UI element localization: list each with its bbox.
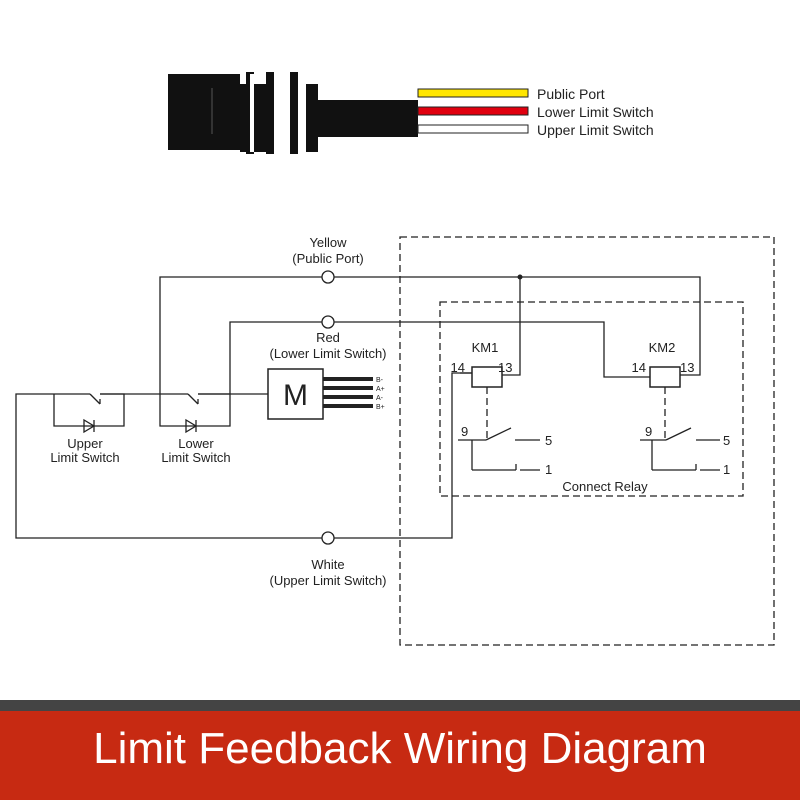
lower-switch-label-2: Limit Switch: [161, 450, 230, 465]
terminal-white: [321, 531, 335, 545]
wire-label-lower-limit: Lower Limit Switch: [537, 104, 654, 120]
motor-pin-2: A+: [376, 386, 385, 393]
wiring-diagram: Public Port Lower Limit Switch Upper Lim…: [15, 72, 775, 646]
upper-switch-label-2: Limit Switch: [50, 450, 119, 465]
upper-limit-switch: [83, 393, 101, 434]
circuit-wires: [15, 276, 701, 539]
lower-switch-label-1: Lower: [178, 436, 214, 451]
wire-yellow: [417, 88, 529, 98]
motor-pin-3: A-: [376, 395, 384, 402]
cable-connector: [168, 72, 418, 154]
junction-dot: [517, 274, 523, 280]
km2-terminal-13: 13: [680, 360, 694, 375]
lower-limit-switch: [185, 393, 199, 434]
connect-relay-label: Connect Relay: [562, 479, 648, 494]
terminal-yellow-desc: (Public Port): [292, 251, 364, 266]
km1-name: KM1: [472, 340, 499, 355]
connect-relay-box: [439, 301, 744, 497]
terminal-red-desc: (Lower Limit Switch): [269, 346, 386, 361]
motor: M B- A+ A- B+: [267, 368, 385, 420]
wire-red: [417, 106, 529, 116]
km1-contact-9: 9: [461, 424, 468, 439]
km2-contact-5: 5: [723, 433, 730, 448]
km2-name: KM2: [649, 340, 676, 355]
motor-pin-4: B+: [376, 404, 385, 411]
km1-terminal-13: 13: [498, 360, 512, 375]
terminal-white-name: White: [311, 557, 344, 572]
terminal-red-name: Red: [316, 330, 340, 345]
km1-contact-5: 5: [545, 433, 552, 448]
upper-switch-label-1: Upper: [67, 436, 103, 451]
wire-label-upper-limit: Upper Limit Switch: [537, 122, 654, 138]
title-banner: Limit Feedback Wiring Diagram: [0, 700, 800, 800]
km1-terminal-14: 14: [451, 360, 465, 375]
relay-km1: [458, 366, 540, 471]
km2-contact-1: 1: [723, 462, 730, 477]
km2-terminal-14: 14: [632, 360, 646, 375]
terminal-white-desc: (Upper Limit Switch): [269, 573, 386, 588]
km1-contact-1: 1: [545, 462, 552, 477]
terminal-yellow: [321, 270, 335, 284]
banner-stripe: [0, 700, 800, 711]
banner-title: Limit Feedback Wiring Diagram: [93, 724, 707, 773]
outer-dashed-enclosure: [399, 236, 775, 646]
wire-label-public-port: Public Port: [537, 86, 605, 102]
relay-km2: [640, 366, 720, 471]
motor-symbol: M: [283, 379, 308, 412]
motor-pin-1: B-: [376, 377, 384, 384]
terminal-yellow-name: Yellow: [309, 235, 347, 250]
wire-white: [417, 124, 529, 134]
km2-contact-9: 9: [645, 424, 652, 439]
terminal-red: [321, 315, 335, 329]
